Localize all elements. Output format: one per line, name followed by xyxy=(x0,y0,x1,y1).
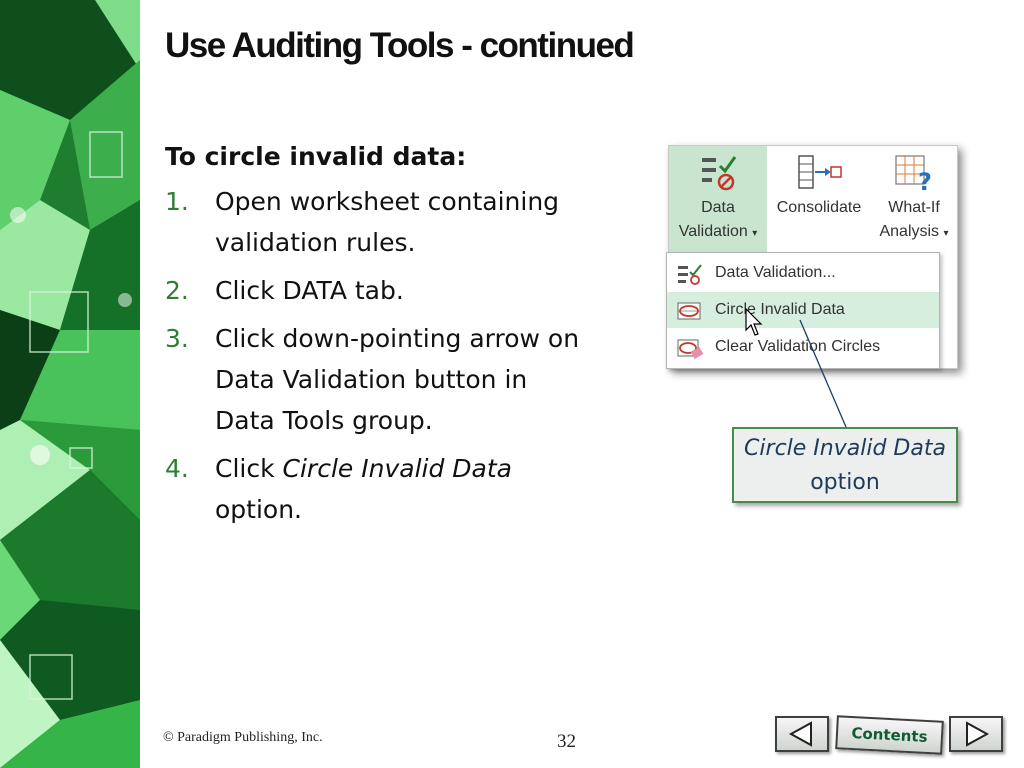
decorative-green-banner xyxy=(0,0,140,768)
menu-item-clear-validation-circles[interactable]: Clear Validation Circles xyxy=(667,329,939,365)
chevron-down-icon[interactable]: ▾ xyxy=(943,228,949,239)
step-4: 4. Click Circle Invalid Data option. xyxy=(165,448,585,530)
data-validation-icon xyxy=(678,264,702,285)
arrow-left-icon xyxy=(788,721,812,747)
clear-circles-icon xyxy=(677,339,703,359)
circle-invalid-icon xyxy=(677,302,701,320)
consolidate-icon xyxy=(798,155,842,189)
step-1: 1. Open worksheet containing validation … xyxy=(165,181,585,263)
callout-box: Circle Invalid Data option xyxy=(732,427,958,503)
step-number: 2. xyxy=(165,276,189,305)
previous-slide-button[interactable] xyxy=(775,716,829,752)
data-validation-icon xyxy=(702,156,737,191)
chevron-down-icon[interactable]: ▾ xyxy=(752,228,758,239)
step-3: 3. Click down-pointing arrow on Data Val… xyxy=(165,318,585,441)
step-number: 1. xyxy=(165,187,189,216)
arrow-right-icon xyxy=(966,721,990,747)
step-number: 4. xyxy=(165,454,189,483)
data-validation-label-2: Validation ▾ xyxy=(678,223,758,240)
callout-line-1: Circle Invalid Data xyxy=(744,436,946,461)
slide-title: Use Auditing Tools - continued xyxy=(165,26,635,65)
what-if-label-2: Analysis ▾ xyxy=(879,223,949,240)
data-validation-dropdown-menu: Data Validation... Circle Invalid Data C… xyxy=(666,252,940,369)
consolidate-label: Consolidate xyxy=(776,199,862,216)
data-validation-label-1: Data xyxy=(701,199,735,216)
ribbon-screenshot: Data Validation ▾ Consolidate ? What-If … xyxy=(666,145,958,369)
body-heading: To circle invalid data: xyxy=(165,142,467,171)
svg-text:?: ? xyxy=(918,168,932,192)
step-text-italic: Circle Invalid Data xyxy=(282,454,512,483)
step-text: Open worksheet containing validation rul… xyxy=(215,187,560,257)
consolidate-button[interactable]: Consolidate xyxy=(767,146,871,252)
page-number: 32 xyxy=(557,731,576,752)
step-2: 2. Click DATA tab. xyxy=(165,270,585,311)
copyright-text: © Paradigm Publishing, Inc. xyxy=(163,730,323,745)
mouse-cursor-icon xyxy=(745,308,763,336)
menu-item-circle-invalid-data[interactable]: Circle Invalid Data xyxy=(667,292,939,336)
step-number: 3. xyxy=(165,324,189,353)
step-text-after: option. xyxy=(215,495,302,524)
slide-body: To circle invalid data: 1. Open workshee… xyxy=(165,136,585,537)
menu-item-data-validation[interactable]: Data Validation... xyxy=(667,255,939,291)
contents-button[interactable]: Contents xyxy=(835,715,944,755)
step-text-before: Click xyxy=(215,454,283,483)
step-text: Click down-pointing arrow on Data Valida… xyxy=(215,324,580,435)
next-slide-button[interactable] xyxy=(949,716,1003,752)
menu-item-label: Circle Invalid Data xyxy=(715,301,845,318)
step-text: Click DATA tab. xyxy=(215,276,404,305)
what-if-analysis-icon: ? xyxy=(895,155,932,192)
what-if-label-1: What-If xyxy=(888,199,940,216)
data-validation-button[interactable]: Data Validation ▾ xyxy=(669,146,767,252)
menu-item-label: Data Validation... xyxy=(715,264,836,281)
callout-line-2: option xyxy=(810,470,880,495)
steps-list: 1. Open worksheet containing validation … xyxy=(165,181,585,530)
what-if-analysis-button[interactable]: ? What-If Analysis ▾ xyxy=(871,146,957,252)
menu-item-label: Clear Validation Circles xyxy=(715,338,881,355)
